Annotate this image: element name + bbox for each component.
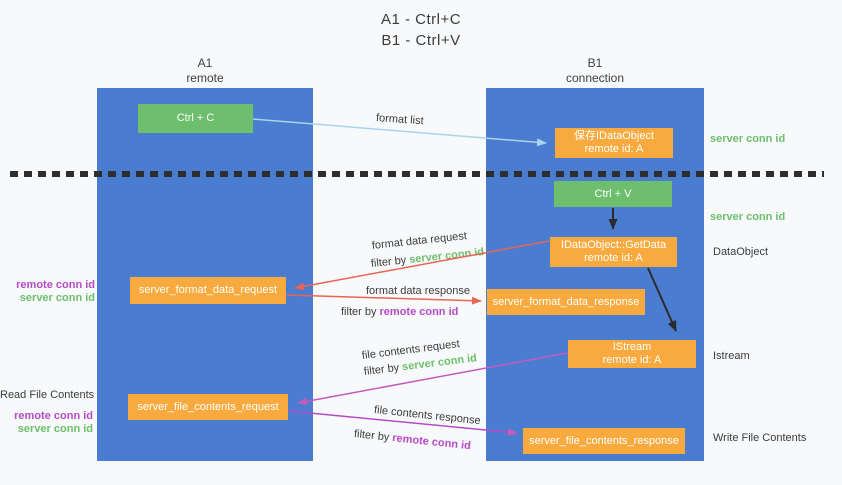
node-server-file-contents-request: server_file_contents_request xyxy=(128,394,288,420)
diagram-title: A1 - Ctrl+C B1 - Ctrl+V xyxy=(0,9,842,51)
filter-by-text: filter by xyxy=(363,361,403,378)
annotation-server-conn-id-top: server conn id xyxy=(710,133,786,145)
arrow-label-file-contents-response: file contents response xyxy=(373,404,482,428)
node-istream: IStream remote id: A xyxy=(568,340,696,368)
annotation-server-conn-id-file: server conn id xyxy=(17,423,93,435)
annotation-write-file-contents: Write File Contents xyxy=(713,432,807,444)
filter-remote-conn-id: remote conn id xyxy=(391,432,472,453)
arrow-label-format-data-response: format data response xyxy=(366,285,470,297)
node-getdata-line1: IDataObject::GetData xyxy=(560,239,667,251)
node-file-response-label: server_file_contents_response xyxy=(529,434,679,447)
lane-a1-name: A1 xyxy=(197,56,213,70)
filter-remote-conn-id: remote conn id xyxy=(379,306,459,318)
annotation-format-conn-ids: remote conn id server conn id xyxy=(0,279,95,305)
annotation-file-conn-ids: remote conn id server conn id xyxy=(0,410,93,436)
node-ctrl-c-label: Ctrl + C xyxy=(176,112,215,124)
filter-server-conn-id: server conn id xyxy=(408,246,485,266)
lane-b1-subtitle: connection xyxy=(565,71,625,85)
node-ctrl-c: Ctrl + C xyxy=(138,104,253,133)
node-file-request-label: server_file_contents_request xyxy=(137,400,279,413)
node-ctrl-v: Ctrl + V xyxy=(554,181,672,207)
node-idataobject-getdata: IDataObject::GetData remote id: A xyxy=(550,237,677,267)
annotation-read-file-contents: Read File Contents xyxy=(0,389,95,401)
node-istream-line1: IStream xyxy=(612,341,652,353)
filter-by-text: filter by xyxy=(353,428,393,444)
title-line-2: B1 - Ctrl+V xyxy=(381,32,461,49)
title-line-1: A1 - Ctrl+C xyxy=(380,11,462,28)
annotation-server-conn-id-mid: server conn id xyxy=(710,211,786,223)
session-divider-dotted-line xyxy=(10,171,824,177)
annotation-remote-conn-id-format: remote conn id xyxy=(16,279,95,291)
lane-b1-name: B1 xyxy=(587,56,603,70)
filter-by-text: filter by xyxy=(370,254,410,270)
filter-by-text: filter by xyxy=(341,306,380,318)
annotation-istream: Istream xyxy=(713,350,750,362)
node-save-idataobject: 保存IDataObject remote id: A xyxy=(555,128,673,158)
annotation-server-conn-id-format: server conn id xyxy=(19,292,95,304)
node-save-idataobject-line2: remote id: A xyxy=(584,143,644,155)
node-getdata-line2: remote id: A xyxy=(584,252,643,264)
node-format-response-label: server_format_data_response xyxy=(492,295,640,308)
node-server-format-data-request: server_format_data_request xyxy=(130,277,286,304)
annotation-dataobject: DataObject xyxy=(713,246,769,258)
lane-header-a1: A1 remote xyxy=(97,56,313,86)
node-server-file-contents-response: server_file_contents_response xyxy=(523,428,685,454)
node-save-idataobject-line1: 保存IDataObject xyxy=(573,130,655,142)
annotation-remote-conn-id-file: remote conn id xyxy=(14,410,93,422)
arrow-label-filter-by-remote-2: filter by remote conn id xyxy=(353,428,471,453)
node-ctrl-v-label: Ctrl + V xyxy=(594,187,632,200)
node-format-request-label: server_format_data_request xyxy=(138,284,278,296)
lane-header-b1: B1 connection xyxy=(486,56,704,86)
arrow-label-format-list: format list xyxy=(375,112,425,128)
node-server-format-data-response: server_format_data_response xyxy=(487,289,645,315)
arrow-label-filter-by-remote-1: filter by remote conn id xyxy=(341,306,458,319)
lane-a1-subtitle: remote xyxy=(186,71,224,85)
node-istream-line2: remote id: A xyxy=(602,354,662,366)
